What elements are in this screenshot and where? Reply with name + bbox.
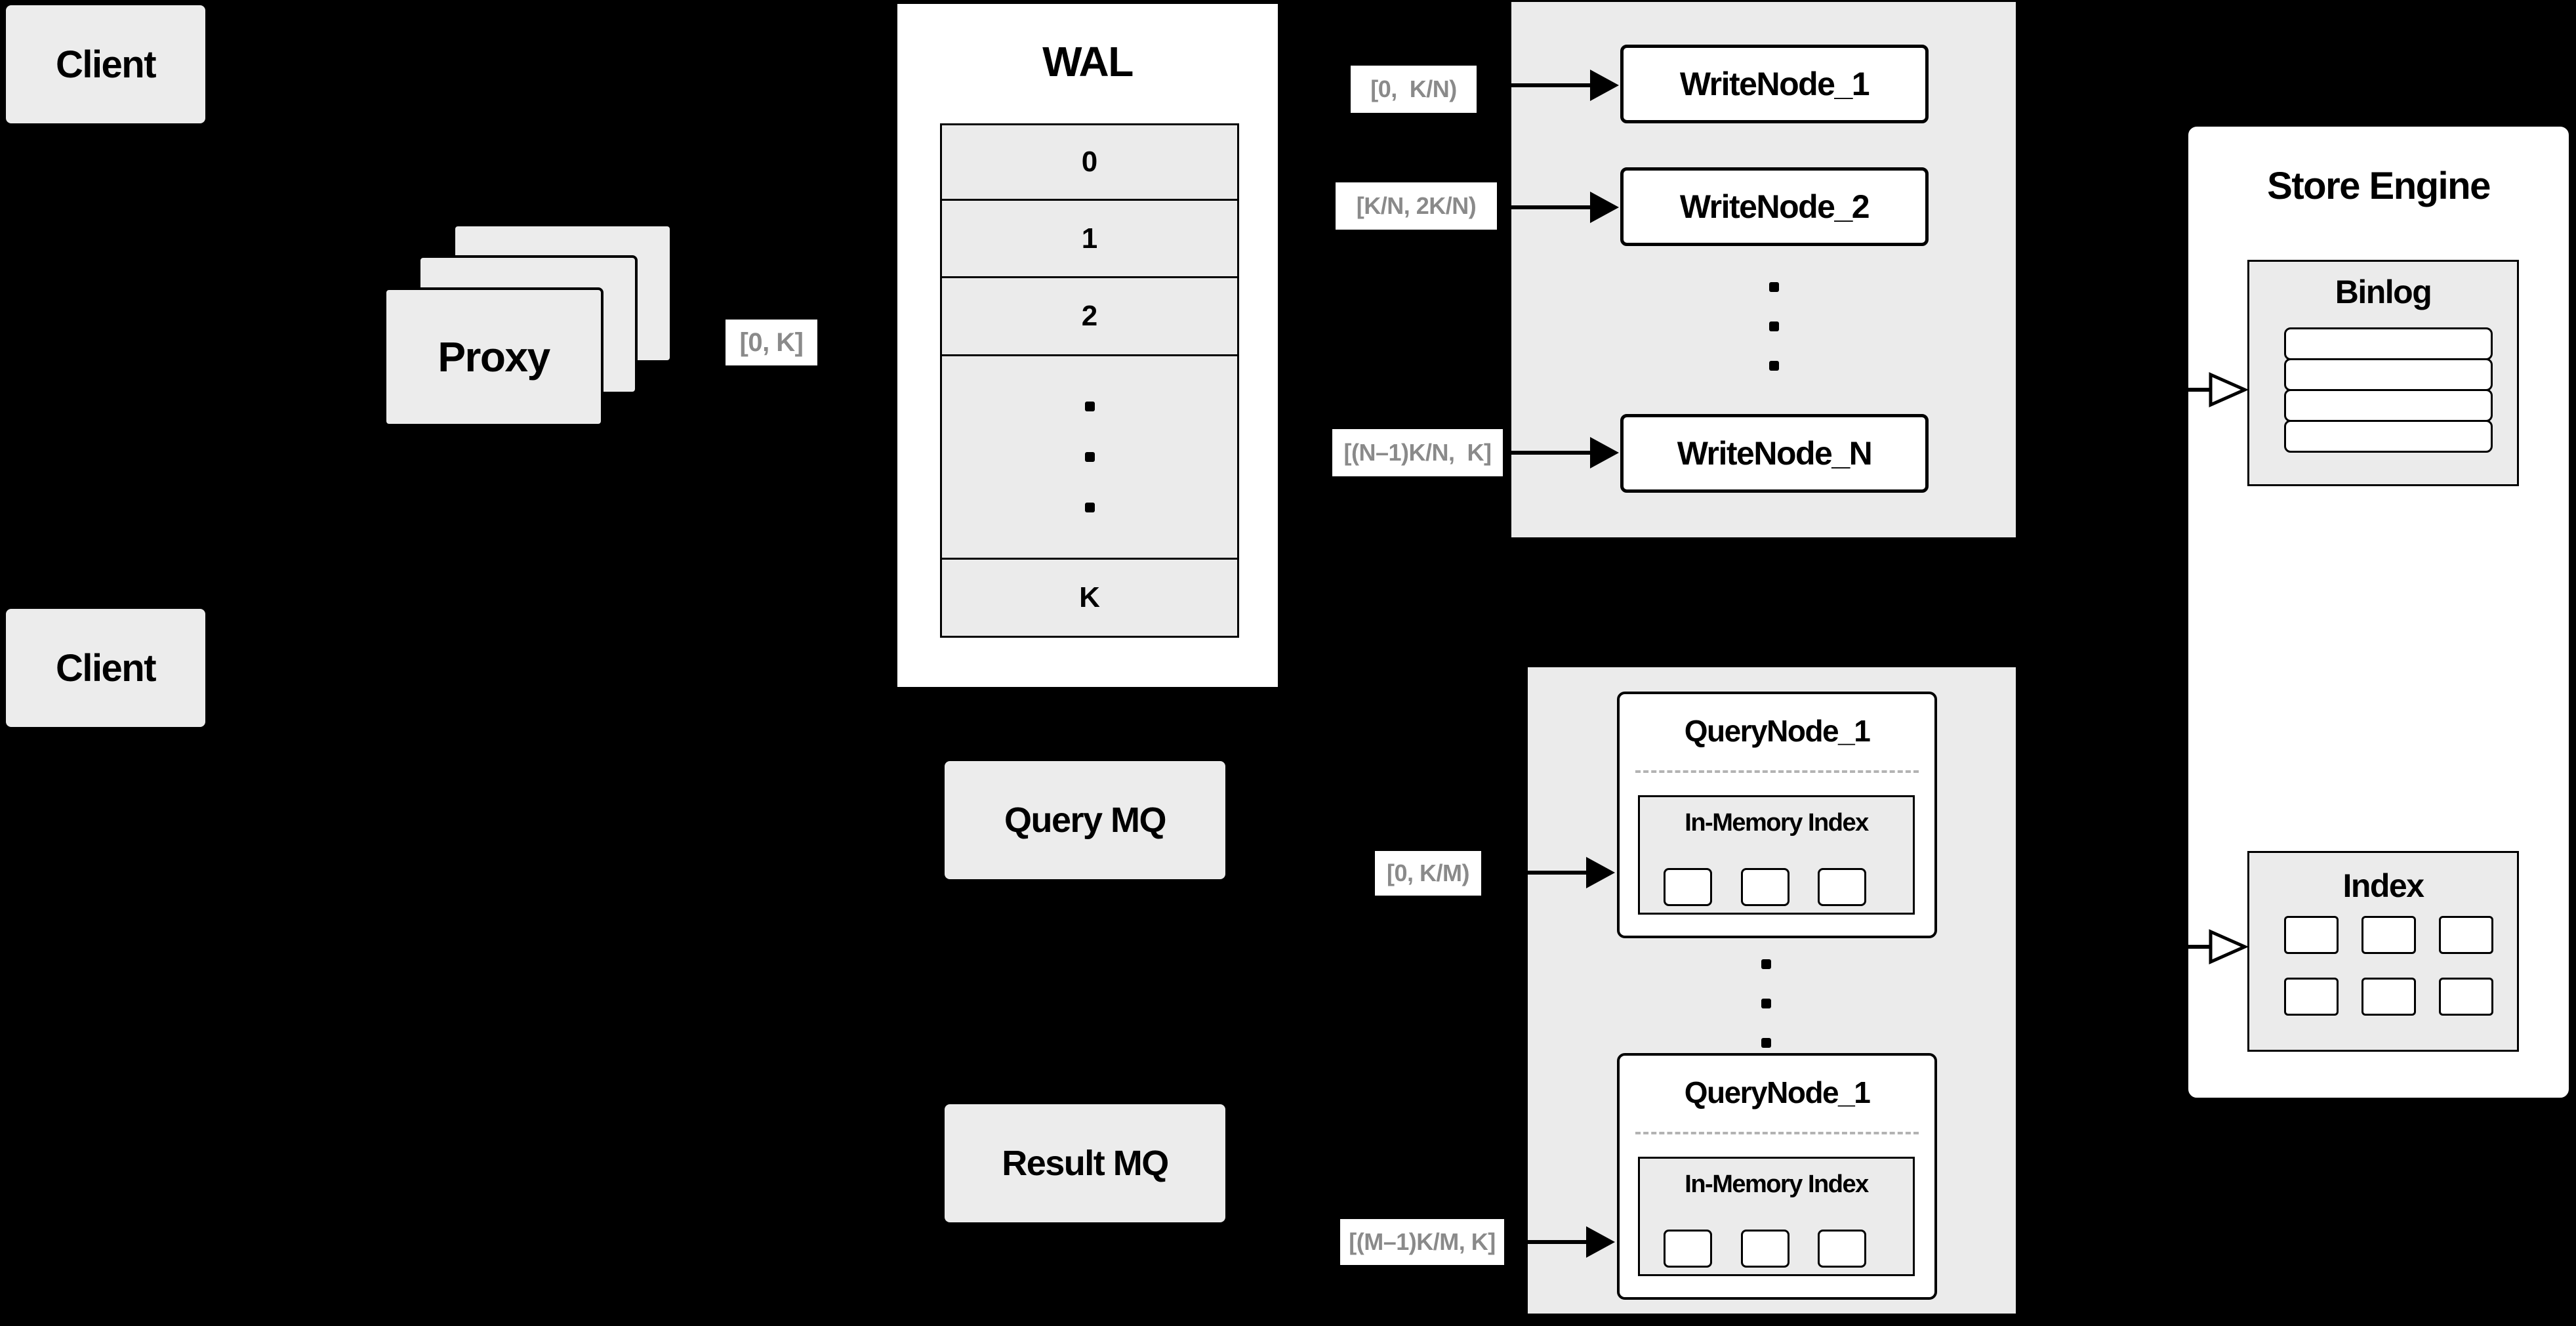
wal-row-0: 0	[942, 125, 1237, 199]
wal-row-1: 1	[942, 199, 1237, 276]
memory-segment	[1741, 868, 1789, 906]
dot	[1769, 282, 1779, 292]
index-cell	[2439, 916, 2493, 954]
index-cell	[2361, 978, 2416, 1016]
client-bottom-label: Client	[55, 646, 157, 690]
dot	[1769, 361, 1779, 371]
proxy-label: Proxy	[438, 333, 550, 381]
wal-row-2-label: 2	[1081, 300, 1098, 332]
binlog-segment-bar	[2284, 358, 2493, 391]
wal-row-k-label: K	[1079, 581, 1100, 613]
wal-segment-table: 0 1 2 K	[940, 123, 1239, 638]
wal-title-text: WAL	[1042, 38, 1134, 85]
binlog-segment-bar	[2284, 420, 2493, 453]
query-node-2-title-text: QueryNode_1	[1684, 1075, 1871, 1109]
index-box: Index	[2247, 851, 2519, 1052]
query-mq-box: Query MQ	[945, 761, 1225, 879]
write-node-1-box: WriteNode_1	[1620, 45, 1929, 123]
wal-row-1-label: 1	[1081, 222, 1098, 255]
write-node-1-label: WriteNode_1	[1679, 66, 1870, 102]
query-node-1-title-text: QueryNode_1	[1684, 714, 1871, 748]
query-mq-label: Query MQ	[1004, 800, 1167, 840]
range-label-write-node-n: [(N–1)K/N, K]	[1332, 429, 1503, 476]
write-node-n-label: WriteNode_N	[1677, 435, 1873, 472]
range-label-query-node-1-text: [0, K/M)	[1387, 860, 1470, 886]
binlog-title: Binlog	[2249, 271, 2517, 313]
wal-title: WAL	[897, 35, 1278, 88]
query-node-2-divider	[1635, 1132, 1919, 1134]
wal-ellipsis-dots	[1084, 402, 1095, 512]
wal-row-ellipsis	[942, 354, 1237, 558]
write-node-n-box: WriteNode_N	[1620, 414, 1929, 493]
query-node-1-divider	[1635, 770, 1919, 773]
memory-segment	[1818, 868, 1866, 906]
dot	[1084, 402, 1095, 411]
binlog-box: Binlog	[2247, 260, 2519, 486]
range-label-write-node-1: [0, K/N)	[1351, 66, 1477, 113]
memory-segment	[1664, 868, 1712, 906]
write-node-2-box: WriteNode_2	[1620, 167, 1929, 246]
range-label-query-node-2-text: [(M–1)K/M, K]	[1349, 1228, 1496, 1255]
dot	[1084, 503, 1095, 512]
range-label-write-node-n-text: [(N–1)K/N, K]	[1343, 439, 1492, 466]
result-mq-label: Result MQ	[1002, 1144, 1169, 1183]
query-node-2-title: QueryNode_1	[1620, 1071, 1934, 1113]
write-node-2-label: WriteNode_2	[1679, 188, 1870, 225]
client-box-bottom: Client	[6, 609, 205, 727]
index-cell	[2284, 978, 2339, 1016]
in-memory-index-box-2: In-Memory Index	[1638, 1157, 1915, 1276]
dot	[1761, 999, 1771, 1008]
memory-segment	[1741, 1230, 1789, 1268]
range-label-write-node-1-text: [0, K/N)	[1370, 75, 1457, 102]
client-top-label: Client	[55, 43, 157, 86]
result-mq-box: Result MQ	[945, 1104, 1225, 1222]
dot	[1761, 959, 1771, 969]
in-memory-index-title-1: In-Memory Index	[1640, 805, 1913, 840]
wal-box: WAL 0 1 2 K	[895, 2, 1280, 689]
in-memory-index-title-2-text: In-Memory Index	[1685, 1170, 1869, 1198]
store-engine-title: Store Engine	[2188, 161, 2569, 211]
store-engine-box: Store Engine Binlog Index	[2186, 125, 2571, 1100]
index-cell	[2361, 916, 2416, 954]
memory-segment	[1664, 1230, 1712, 1268]
range-label-write-node-2-text: [K/N, 2K/N)	[1356, 192, 1477, 219]
dot	[1769, 321, 1779, 331]
client-box-top: Client	[6, 5, 205, 123]
range-label-query-node-1: [0, K/M)	[1375, 851, 1481, 896]
query-node-1-title: QueryNode_1	[1620, 710, 1934, 752]
range-label-proxy-to-wal-text: [0, K]	[739, 327, 804, 357]
wal-row-k: K	[942, 558, 1237, 636]
in-memory-index-title-2: In-Memory Index	[1640, 1167, 1913, 1202]
range-label-query-node-2: [(M–1)K/M, K]	[1340, 1219, 1504, 1265]
query-node-ellipsis-dots	[1761, 959, 1771, 1048]
write-node-ellipsis-dots	[1769, 282, 1779, 371]
index-title: Index	[2249, 865, 2517, 907]
memory-segment	[1818, 1230, 1866, 1268]
binlog-title-text: Binlog	[2335, 274, 2432, 310]
binlog-segment-bar	[2284, 389, 2493, 422]
wal-row-2: 2	[942, 276, 1237, 354]
index-cell	[2284, 916, 2339, 954]
in-memory-index-title-1-text: In-Memory Index	[1685, 808, 1869, 837]
proxy-card-front: Proxy	[384, 287, 603, 426]
index-title-text: Index	[2342, 867, 2424, 904]
dot	[1761, 1038, 1771, 1048]
query-node-2-box: QueryNode_1 In-Memory Index	[1617, 1053, 1937, 1300]
range-label-write-node-2: [K/N, 2K/N)	[1336, 182, 1497, 230]
range-label-proxy-to-wal: [0, K]	[726, 320, 817, 365]
binlog-segment-bar	[2284, 327, 2493, 360]
store-engine-title-text: Store Engine	[2267, 164, 2491, 207]
query-node-1-box: QueryNode_1 In-Memory Index	[1617, 692, 1937, 938]
in-memory-index-box-1: In-Memory Index	[1638, 795, 1915, 915]
dot	[1084, 452, 1095, 462]
wal-row-0-label: 0	[1081, 146, 1098, 178]
index-cell	[2439, 978, 2493, 1016]
